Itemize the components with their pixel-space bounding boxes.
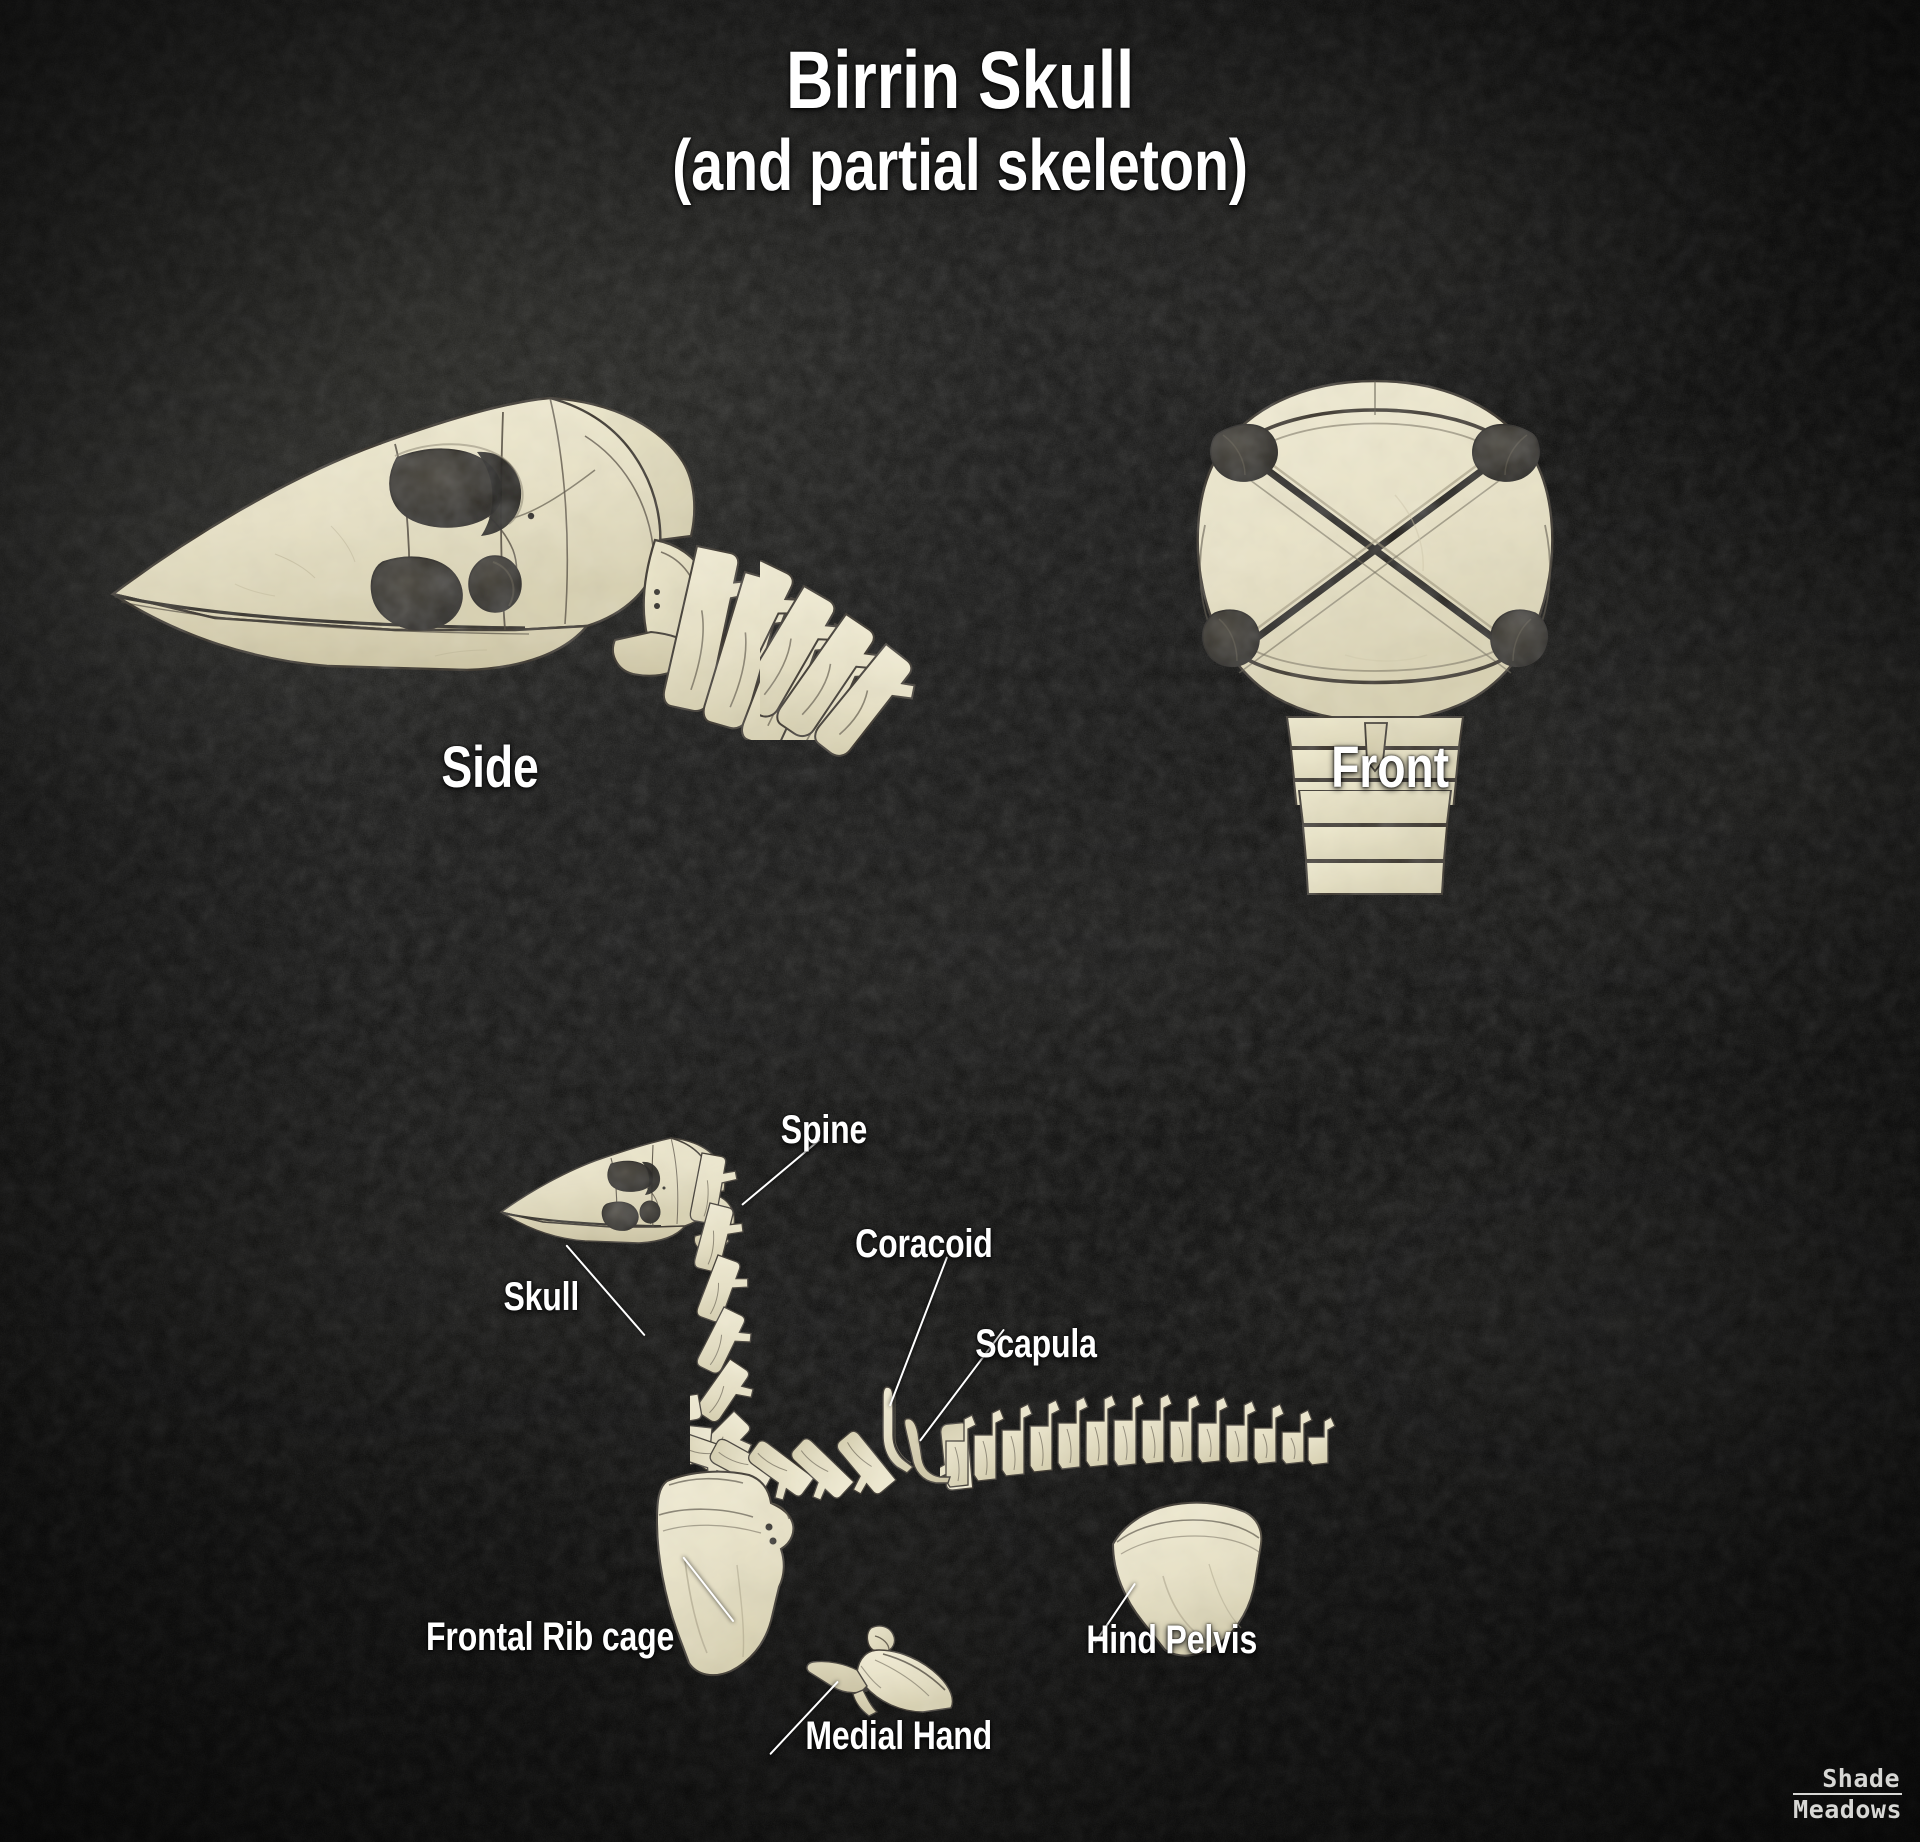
skull-side-view: [110, 396, 875, 740]
annotation-label-frontal-rib-cage: Frontal Rib cage: [426, 1615, 675, 1659]
bone-frontal-rib-cage: [655, 1470, 795, 1677]
bone-medial-hand: [806, 1625, 954, 1717]
annotation-label-medial-hand: Medial Hand: [805, 1714, 993, 1758]
bone-scapula: [903, 1417, 951, 1484]
page-title: Birrin Skull: [785, 35, 1135, 126]
annotation-label-spine: Spine: [780, 1108, 868, 1152]
bone-hind-pelvis: [1111, 1501, 1263, 1657]
view-label-side: Side: [441, 735, 539, 800]
annotation-label-skull: Skull: [503, 1275, 580, 1319]
annotation-label-hind-pelvis: Hind Pelvis: [1086, 1618, 1258, 1662]
watermark-line-1: Shade: [1822, 1764, 1900, 1793]
watermark-shade-meadows: Shade Meadows: [1793, 1765, 1902, 1824]
front-view-neck-lower: [1297, 790, 1453, 895]
watermark-line-2: Meadows: [1793, 1793, 1902, 1824]
skeleton-spine-tail: [940, 1393, 1336, 1491]
annotation-label-scapula: Scapula: [975, 1322, 1097, 1366]
skull-front-view: [1196, 379, 1554, 805]
skull-side-view-vertebrae-tail: [760, 560, 916, 757]
view-label-front: Front: [1331, 735, 1449, 800]
annotation-label-coracoid: Coracoid: [855, 1222, 993, 1266]
page-subtitle: (and partial skeleton): [672, 126, 1248, 206]
